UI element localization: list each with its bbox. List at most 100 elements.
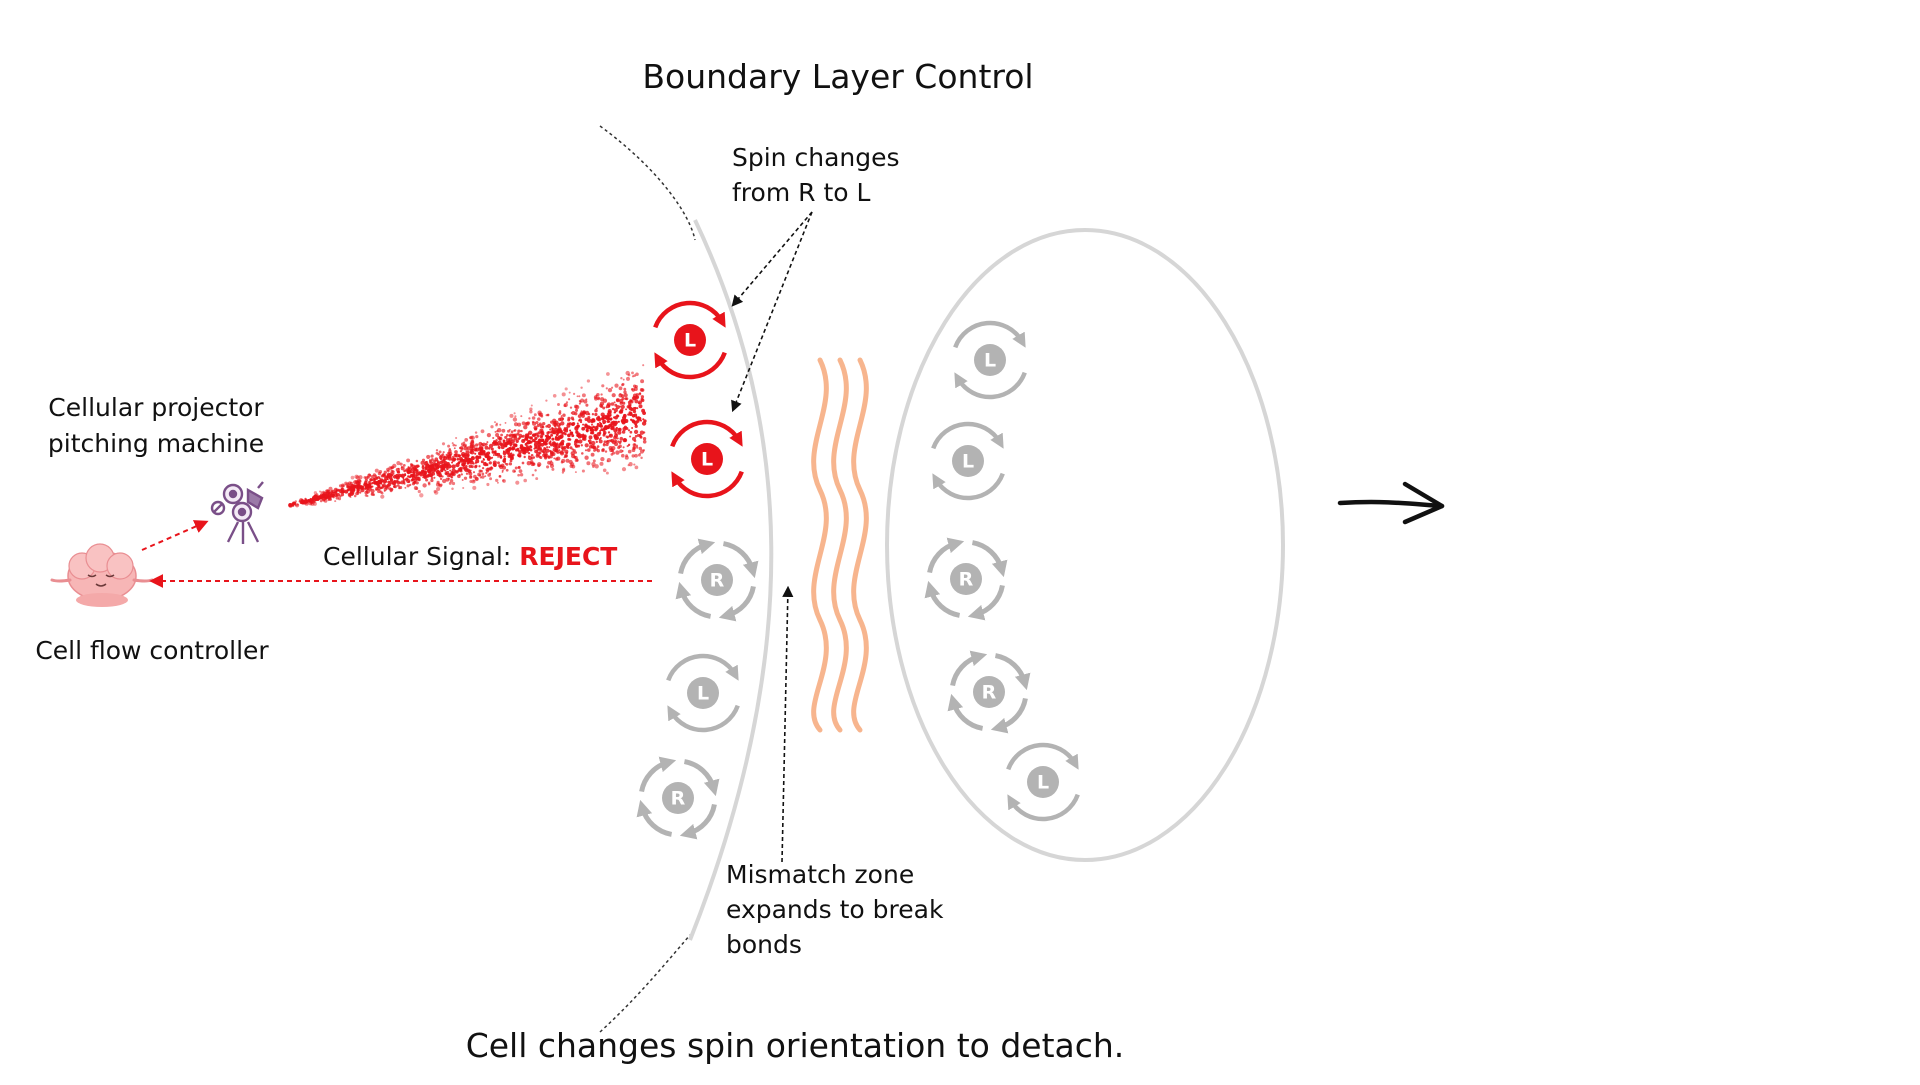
spin-arc: [636, 799, 673, 837]
spray-dot: [347, 483, 351, 488]
spray-dot: [615, 426, 618, 430]
spray-dot: [629, 399, 633, 403]
spray-dot: [377, 489, 381, 494]
spray-dot: [560, 442, 565, 446]
spray-dot: [337, 497, 342, 501]
spray-dot: [489, 472, 492, 475]
spray-dot: [586, 461, 591, 466]
spray-dot: [590, 444, 595, 449]
spray-dot: [364, 494, 368, 497]
spray-dot: [488, 447, 491, 450]
spray-dot: [451, 468, 456, 473]
spray-dot: [319, 499, 323, 503]
spray-dot: [576, 395, 579, 398]
spray-dot: [420, 460, 425, 465]
spray-dot: [481, 472, 485, 476]
spin-arc: [667, 704, 740, 733]
spray-dot: [538, 455, 541, 458]
spray-dot: [399, 462, 403, 466]
spray-dot: [551, 467, 555, 471]
spray-dot: [465, 450, 470, 455]
spray-dot: [640, 456, 643, 460]
spray-dot: [537, 417, 541, 421]
cell-spin-3-letter: R: [959, 569, 974, 591]
spray-dot: [619, 440, 622, 443]
spin-arc: [670, 419, 743, 448]
spray-dot: [324, 491, 328, 495]
spray-dot: [631, 419, 636, 424]
spray-dot: [396, 480, 400, 485]
boundary-spin-1-letter: L: [684, 330, 696, 352]
spray-dot: [350, 484, 354, 488]
spray-dot: [364, 487, 367, 490]
spray-dot: [480, 469, 483, 473]
spray-dot: [614, 439, 618, 443]
spray-dot: [613, 411, 616, 414]
spray-dot: [590, 431, 594, 434]
spray-dot: [479, 476, 482, 479]
spray-dot: [406, 458, 411, 463]
spray-dot: [635, 372, 639, 377]
spray-dot: [368, 480, 371, 484]
spray-dot: [354, 474, 359, 479]
spray-dot: [304, 497, 307, 501]
spray-dot: [585, 398, 588, 401]
spray-dot: [430, 454, 434, 458]
spray-dot: [562, 413, 566, 417]
spray-dot: [520, 445, 525, 450]
spray-dot: [541, 425, 545, 429]
spray-dot: [442, 478, 447, 484]
spray-dot: [547, 455, 551, 459]
spray-dot: [386, 474, 391, 479]
spray-dot: [623, 437, 627, 442]
spray-dot: [606, 440, 609, 443]
spray-dot: [307, 498, 310, 502]
spray-dot: [490, 466, 493, 469]
spray-dot: [527, 452, 531, 455]
spray-dot: [613, 401, 616, 404]
spray-dot: [540, 414, 544, 418]
spray-dot: [436, 460, 440, 464]
spray-dot: [350, 487, 355, 492]
spray-dot: [606, 402, 611, 407]
controller-to-projector-arrow: [141, 520, 209, 551]
spray-dot: [491, 450, 495, 454]
cellular-signal-label: Cellular Signal: REJECT: [323, 542, 617, 571]
spray-dot: [380, 494, 385, 499]
spray-dot: [422, 467, 425, 470]
spray-dot: [422, 469, 425, 472]
spray-dot: [518, 469, 523, 473]
spray-dot: [607, 417, 611, 421]
spray-dot: [505, 468, 509, 472]
boundary-surface-curve: [688, 219, 774, 941]
spray-dot: [471, 456, 474, 459]
spray-dot: [537, 431, 541, 435]
mismatch-label-line1: Mismatch zone: [726, 860, 914, 889]
spray-dot: [436, 486, 441, 492]
spray-dot: [348, 493, 351, 496]
spray-dot: [599, 429, 602, 432]
spray-dot: [617, 427, 621, 432]
spray-dot: [356, 480, 360, 484]
spray-dot: [634, 453, 638, 458]
spray-dot: [594, 396, 598, 401]
spray-dot: [633, 387, 638, 391]
spray-dot: [451, 442, 454, 445]
spray-dot: [622, 413, 627, 418]
spray-dot: [416, 476, 421, 481]
spray-dot: [634, 399, 639, 404]
spray-dot: [562, 467, 566, 471]
spray-dot: [641, 421, 647, 426]
spray-dot: [445, 453, 448, 457]
spray-dot: [433, 459, 437, 463]
spray-dot: [413, 468, 417, 471]
spray-dot: [537, 444, 540, 447]
spray-dot: [596, 432, 601, 437]
spray-dot: [635, 396, 639, 400]
spray-dot: [529, 448, 533, 452]
spray-dot: [551, 437, 555, 441]
spray-dot: [499, 455, 503, 458]
spray-dot: [445, 455, 448, 458]
spray-dot: [421, 458, 426, 462]
